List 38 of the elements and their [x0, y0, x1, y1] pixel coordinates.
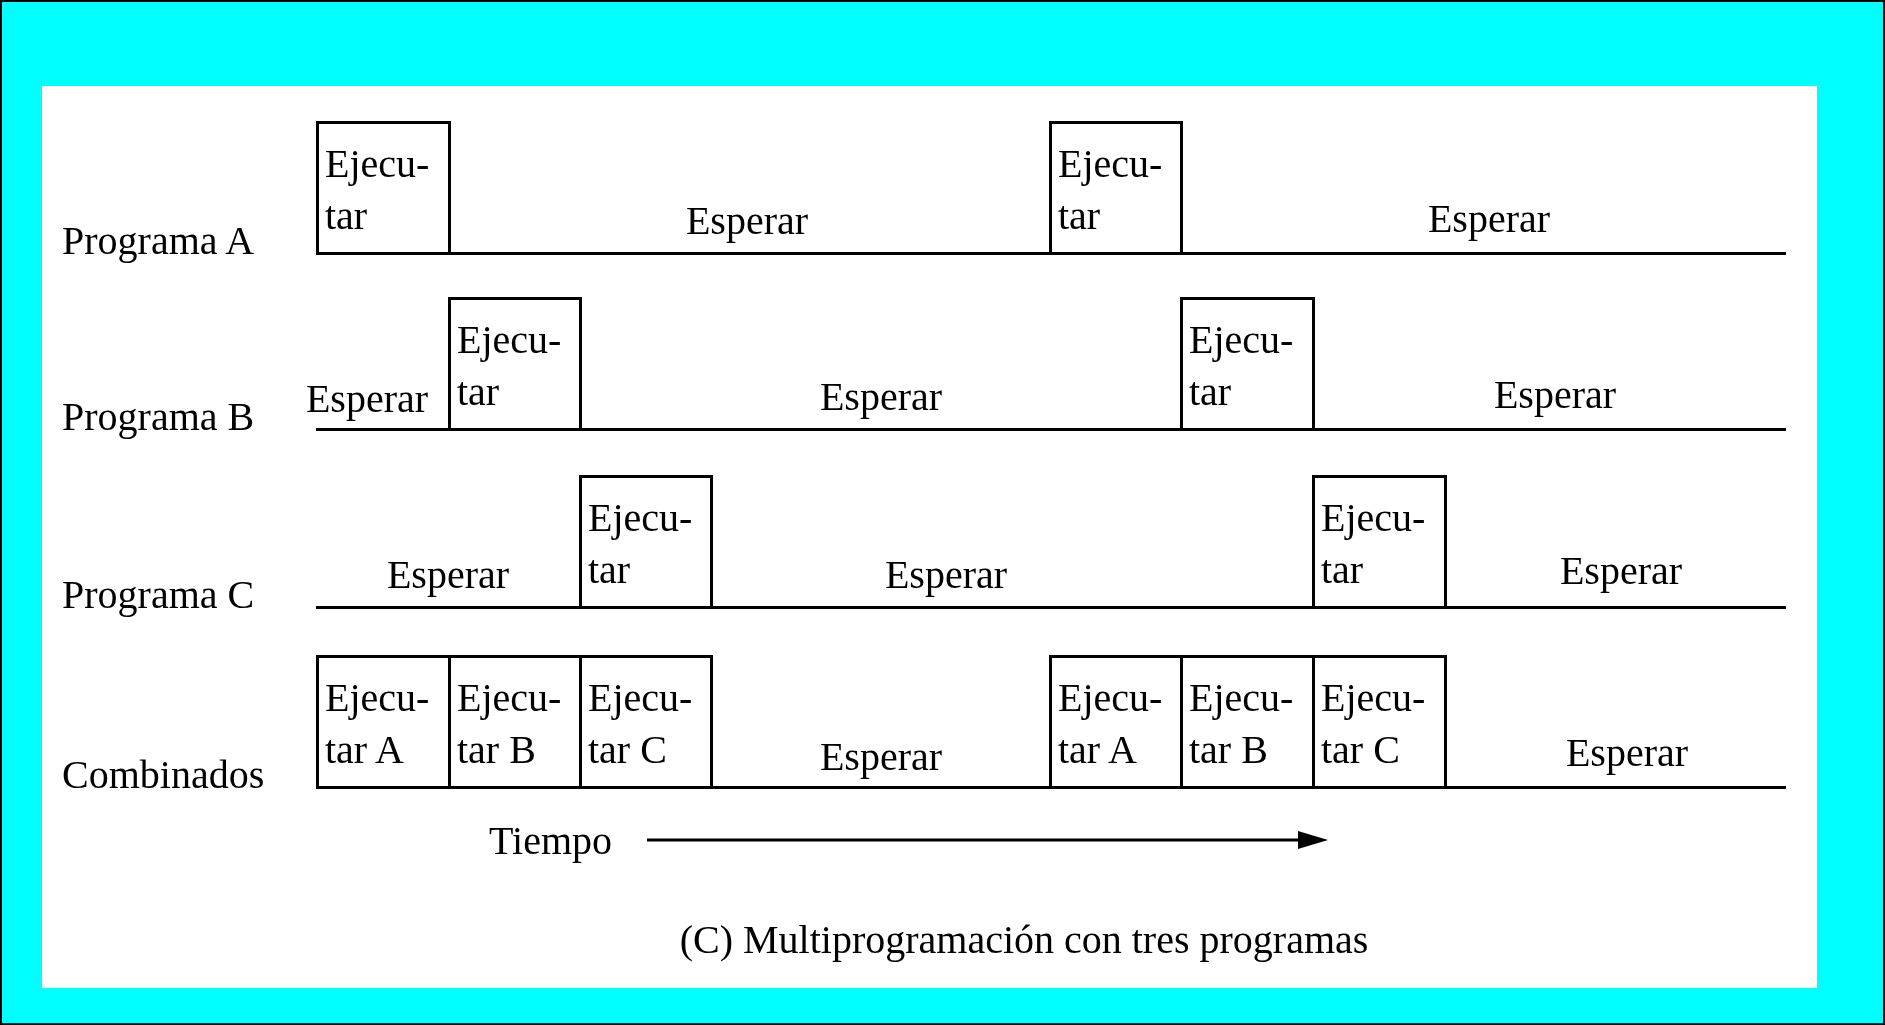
row-label: Programa B: [62, 394, 255, 440]
box-text: Ejecu- tar B: [1189, 674, 1295, 774]
run-box: [1180, 297, 1315, 431]
row-label: Combinados: [62, 752, 265, 798]
run-box: [316, 655, 451, 789]
box-text: Ejecu- tar: [325, 140, 431, 240]
row-label: Programa A: [62, 218, 255, 264]
box-text: Ejecu- tar C: [1321, 674, 1427, 774]
state-label: Esperar: [884, 552, 1008, 598]
state-label: Esperar: [1559, 548, 1683, 594]
run-box: [316, 121, 451, 255]
state-label: Esperar: [819, 374, 943, 420]
state-label: Esperar: [685, 198, 809, 244]
run-box: [1049, 121, 1183, 255]
run-box: [579, 655, 713, 789]
run-box: [1312, 655, 1447, 789]
state-label: Esperar: [386, 552, 510, 598]
box-text: Ejecu- tar: [1189, 316, 1295, 416]
run-box: [1312, 475, 1447, 609]
run-box: [448, 297, 582, 431]
row-label: Programa C: [62, 572, 255, 618]
box-text: Ejecu- tar A: [325, 674, 431, 774]
run-box: [1049, 655, 1183, 789]
box-text: Ejecu- tar: [1058, 140, 1164, 240]
box-text: Ejecu- tar B: [457, 674, 563, 774]
box-text: Ejecu- tar A: [1058, 674, 1164, 774]
state-label: Esperar: [819, 734, 943, 780]
axis-label: Tiempo: [489, 818, 612, 864]
box-text: Ejecu- tar: [588, 494, 694, 594]
state-label: Esperar: [1565, 730, 1689, 776]
box-text: Ejecu- tar: [457, 316, 563, 416]
state-label: Esperar: [1493, 372, 1617, 418]
caption: (C) Multiprogramación con tres programas: [679, 916, 1369, 964]
run-box: [579, 475, 713, 609]
box-text: Ejecu- tar: [1321, 494, 1427, 594]
state-label: Esperar: [1427, 196, 1551, 242]
box-text: Ejecu- tar C: [588, 674, 694, 774]
state-label: Esperar: [305, 376, 429, 422]
